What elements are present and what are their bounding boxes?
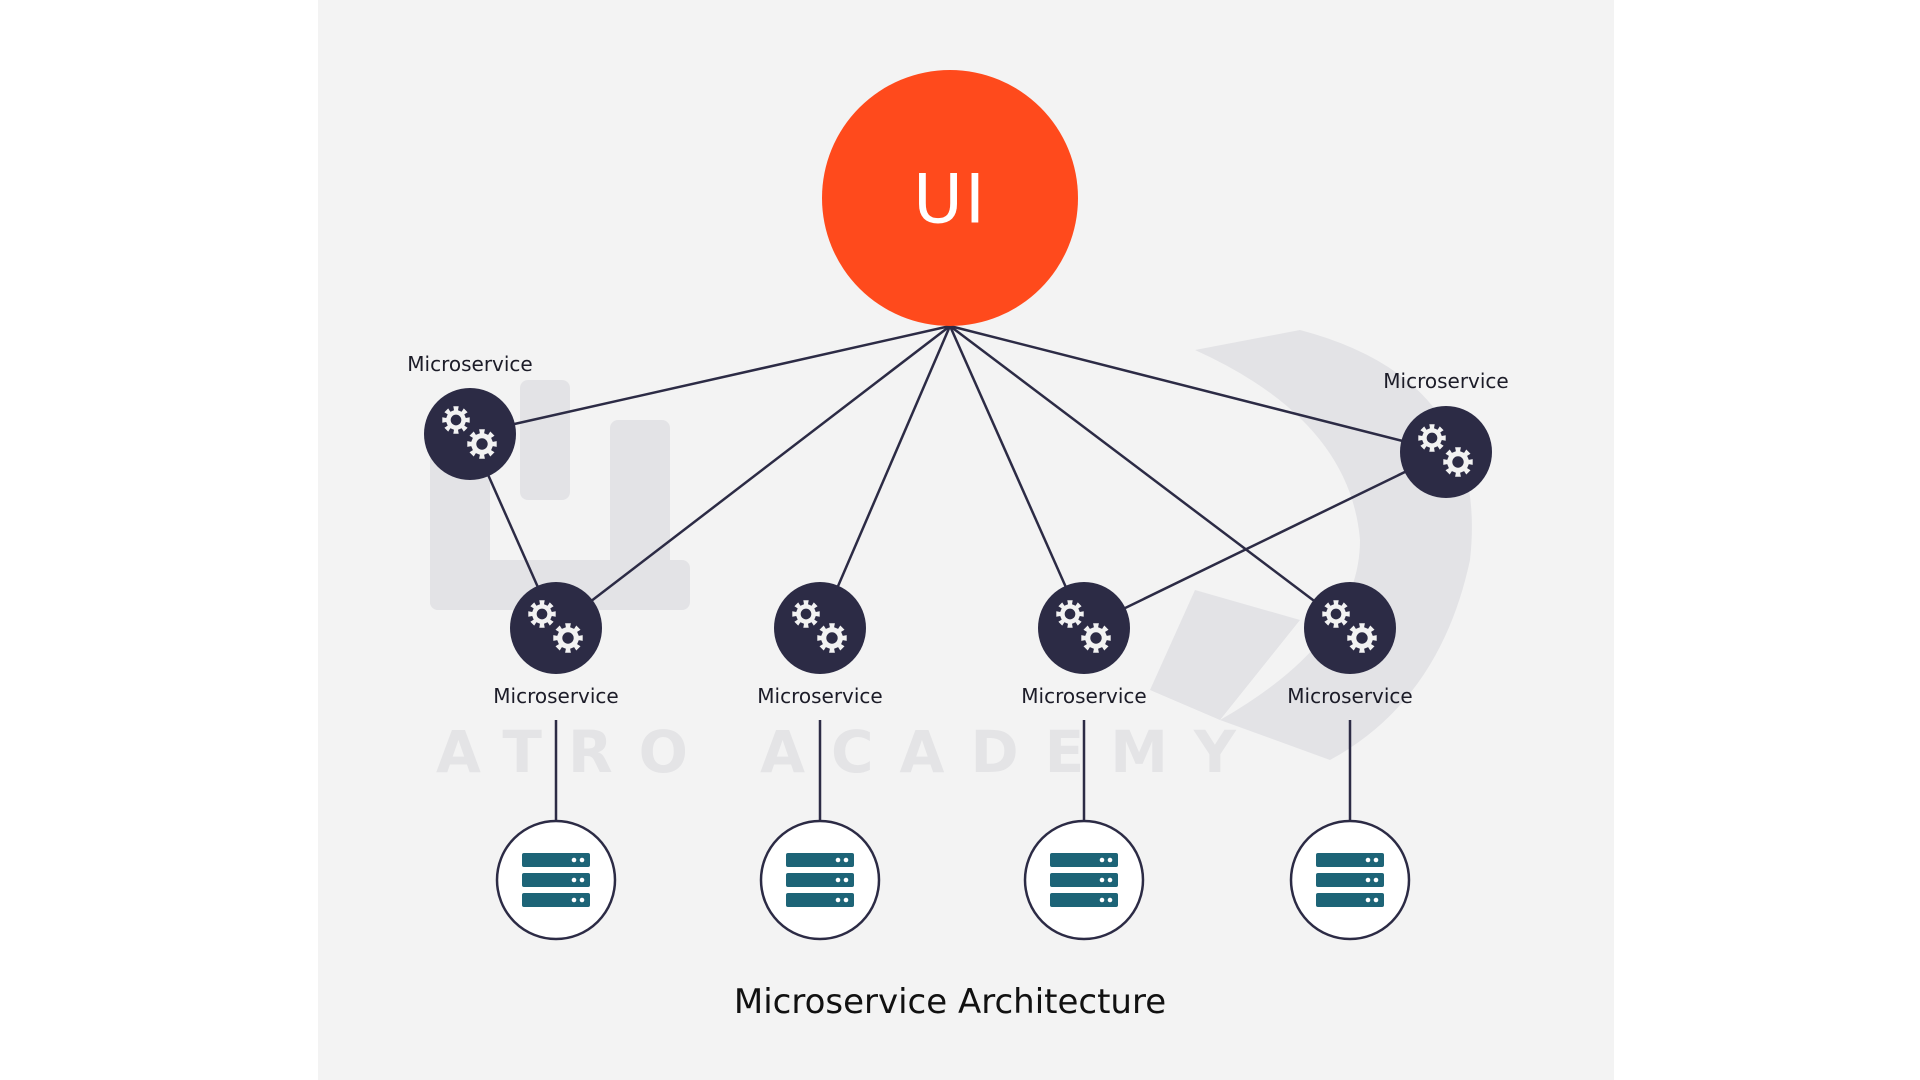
connector-ms-top-right-ms-bottom-3	[1083, 450, 1447, 630]
microservice-node-ms-top-right	[1400, 406, 1492, 498]
gears-icon	[792, 600, 847, 653]
microservice-circle	[774, 582, 866, 674]
gears-icon	[1056, 600, 1111, 653]
microservice-circle	[510, 582, 602, 674]
microservice-label-bottom-4: Microservice	[1287, 684, 1413, 708]
microservice-circle	[1400, 406, 1492, 498]
microservice-node-ms-top-left	[424, 388, 516, 480]
microservice-label-bottom-3: Microservice	[1021, 684, 1147, 708]
database-nodes	[495, 819, 1411, 941]
microservice-label-bottom-1: Microservice	[493, 684, 619, 708]
connector-ui-ms-top-left	[469, 324, 951, 436]
microservice-label-bottom-2: Microservice	[757, 684, 883, 708]
database-node-db-1	[495, 819, 617, 941]
gears-icon	[1322, 600, 1377, 653]
microservice-label-top-right: Microservice	[1383, 369, 1509, 393]
microservice-circle	[1304, 582, 1396, 674]
microservice-node-ms-bottom-2	[774, 582, 866, 674]
microservice-node-ms-bottom-3	[1038, 582, 1130, 674]
watermark-text: ATRO ACADEMY	[436, 718, 1262, 786]
connector-ui-ms-bottom-3	[948, 325, 1086, 629]
gears-icon	[1418, 424, 1473, 477]
database-icon	[522, 853, 590, 907]
gears-icon	[442, 406, 497, 459]
ui-node-label: UI	[913, 160, 987, 240]
database-node-db-3	[1023, 819, 1145, 941]
database-icon	[1050, 853, 1118, 907]
microservice-label-top-left: Microservice	[407, 352, 533, 376]
database-node-db-2	[759, 819, 881, 941]
microservice-node-ms-bottom-1	[510, 582, 602, 674]
database-icon	[786, 853, 854, 907]
microservice-circle	[424, 388, 516, 480]
connector-ui-ms-top-right	[949, 324, 1447, 454]
microservice-node-ms-bottom-4	[1304, 582, 1396, 674]
gears-icon	[528, 600, 583, 653]
diagram-title: Microservice Architecture	[733, 982, 1167, 1022]
connector-ui-ms-bottom-2	[818, 325, 952, 629]
connector-ui-ms-bottom-4	[949, 325, 1351, 629]
database-node-db-4	[1289, 819, 1411, 941]
ui-node	[822, 70, 1078, 326]
microservice-circle	[1038, 582, 1130, 674]
connector-ui-ms-bottom-1	[555, 325, 951, 629]
microservice-nodes	[424, 388, 1492, 674]
database-icon	[1316, 853, 1384, 907]
